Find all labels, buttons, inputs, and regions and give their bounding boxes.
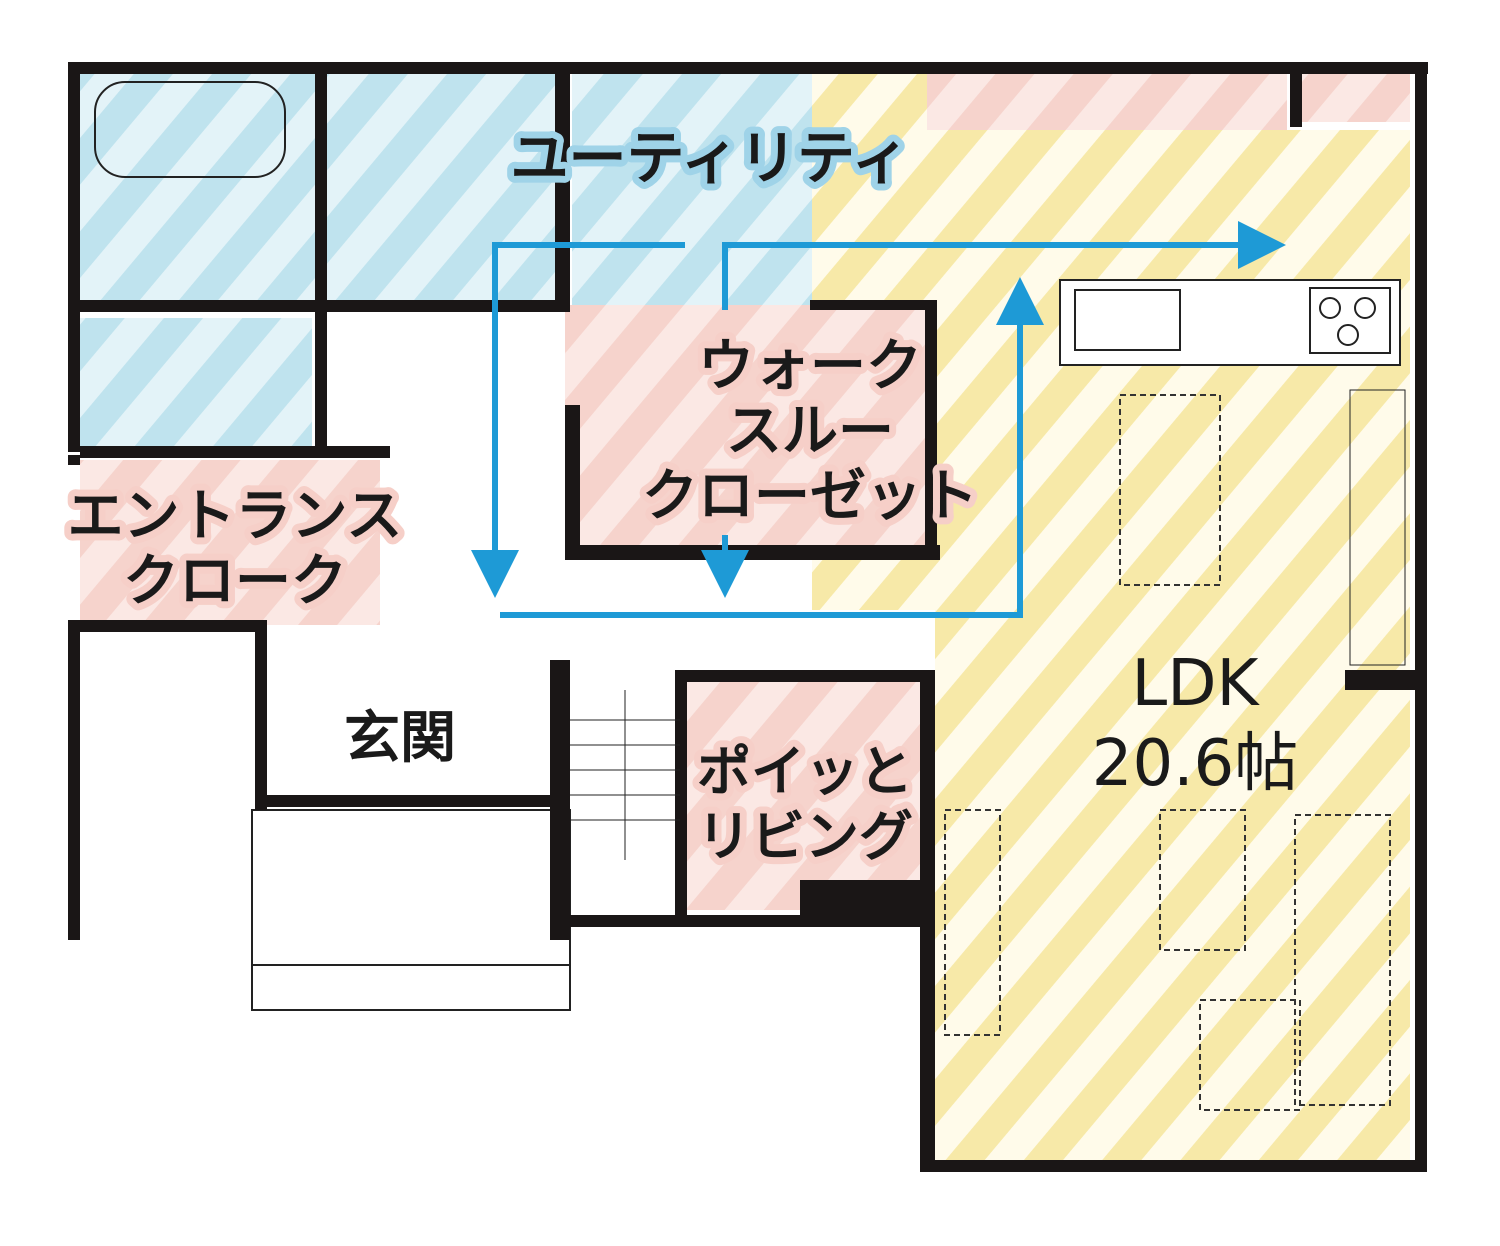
bathtub xyxy=(94,81,286,178)
entrance-cloak-label-2: クローク xyxy=(123,549,347,614)
sofa xyxy=(1294,814,1391,1106)
flow-arrow xyxy=(722,221,1286,310)
wtc-label-3: クローゼット xyxy=(642,464,978,529)
poitto-living-room xyxy=(685,675,923,910)
dining-table xyxy=(1119,394,1221,586)
walls xyxy=(68,62,1428,1172)
bathroom xyxy=(80,72,322,302)
entrance-cloak-room xyxy=(80,460,380,625)
rug xyxy=(1199,999,1301,1111)
flow-arrows xyxy=(471,221,1286,618)
sink xyxy=(1074,289,1181,351)
stove-icon xyxy=(1309,287,1391,354)
poitto-living-label-2: リビング xyxy=(697,805,913,868)
toilet xyxy=(80,318,312,446)
stairs xyxy=(570,690,680,860)
ldk-size-label: 20.6帖 xyxy=(1092,727,1299,801)
utility-label: ユーティリティ xyxy=(510,124,909,192)
flow-arrow xyxy=(471,242,685,598)
storage-corner xyxy=(1300,72,1410,122)
flow-arrow xyxy=(500,277,1044,618)
storage-top xyxy=(927,72,1287,130)
entrance-cloak-label-1: エントランス xyxy=(68,484,403,549)
ldk-label: LDK xyxy=(1132,647,1261,721)
washroom xyxy=(325,72,560,302)
walk-through-closet xyxy=(565,305,935,550)
poitto-living-label-1: ポイッと xyxy=(697,740,913,803)
wtc-label-1: ウォーク xyxy=(698,334,922,399)
window-shelf xyxy=(1349,389,1406,666)
genkan-label: 玄関 xyxy=(344,706,456,771)
coffee-table xyxy=(1159,809,1246,951)
porch xyxy=(251,809,571,1011)
ldk-room xyxy=(812,130,1410,1160)
pantry-top xyxy=(812,72,927,132)
wtc-label-2: スルー xyxy=(726,399,894,464)
